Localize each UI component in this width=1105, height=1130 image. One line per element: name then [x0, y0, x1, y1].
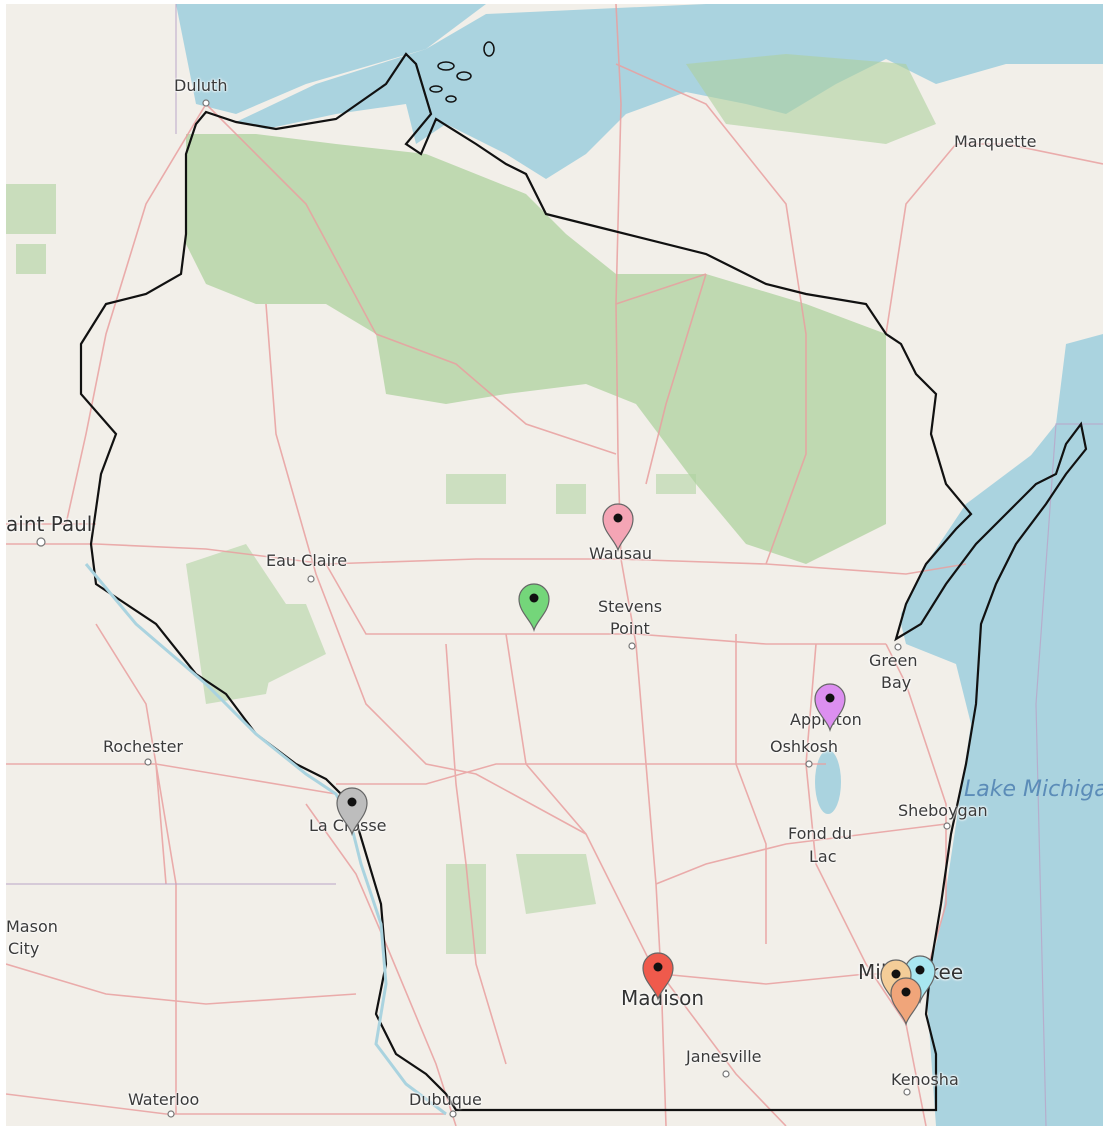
map[interactable]: Duluth Marquette aint Paul Eau Claire Wa… — [6, 4, 1103, 1126]
city-label-janesville: Janesville — [686, 1047, 762, 1066]
city-label-lac: Lac — [809, 847, 837, 866]
city-label-kenosha: Kenosha — [891, 1070, 959, 1089]
map-marker-wausau[interactable] — [599, 502, 637, 552]
map-marker-appleton[interactable] — [811, 682, 849, 732]
city-label-oshkosh: Oshkosh — [770, 737, 839, 756]
map-pin-icon — [518, 583, 550, 632]
map-pin-icon — [336, 787, 368, 836]
city-label-wausau: Wausau — [589, 544, 653, 563]
map-basemap — [6, 4, 1103, 1126]
city-label-waterloo: Waterloo — [128, 1090, 200, 1109]
city-label-green: Green — [869, 651, 918, 670]
city-label-saint-paul: aint Paul — [6, 512, 93, 536]
city-label-dubuque: Dubuque — [409, 1090, 482, 1109]
forest — [186, 134, 886, 564]
city-label-fond-du: Fond du — [788, 824, 853, 843]
map-pin-icon — [890, 977, 922, 1026]
map-pin-icon — [602, 503, 634, 552]
wisconsin-border — [79, 52, 1088, 1112]
map-pin-icon — [814, 683, 846, 732]
city-label-stevens: Stevens — [598, 597, 663, 616]
city-label-marquette: Marquette — [954, 132, 1037, 151]
city-label-sheboygan: Sheboygan — [898, 801, 988, 820]
city-label-duluth: Duluth — [174, 76, 228, 95]
map-marker-la-crosse[interactable] — [333, 786, 371, 836]
map-pin-icon — [642, 952, 674, 1001]
map-marker-milwaukee-3[interactable] — [887, 976, 925, 1026]
city-label-bay: Bay — [881, 673, 912, 692]
lake-winnebago — [815, 750, 841, 814]
city-label-rochester: Rochester — [103, 737, 183, 756]
city-label-madison: Madison — [621, 986, 705, 1010]
city-label-city: City — [8, 939, 40, 958]
city-label-point: Point — [610, 619, 650, 638]
map-marker-central[interactable] — [515, 582, 553, 632]
lake-superior — [236, 4, 1103, 179]
city-label-mason: Mason — [6, 917, 58, 936]
water-label-lake-michigan: Lake Michigan — [964, 777, 1103, 802]
city-label-eau-claire: Eau Claire — [266, 551, 348, 570]
map-marker-madison[interactable] — [639, 951, 677, 1001]
